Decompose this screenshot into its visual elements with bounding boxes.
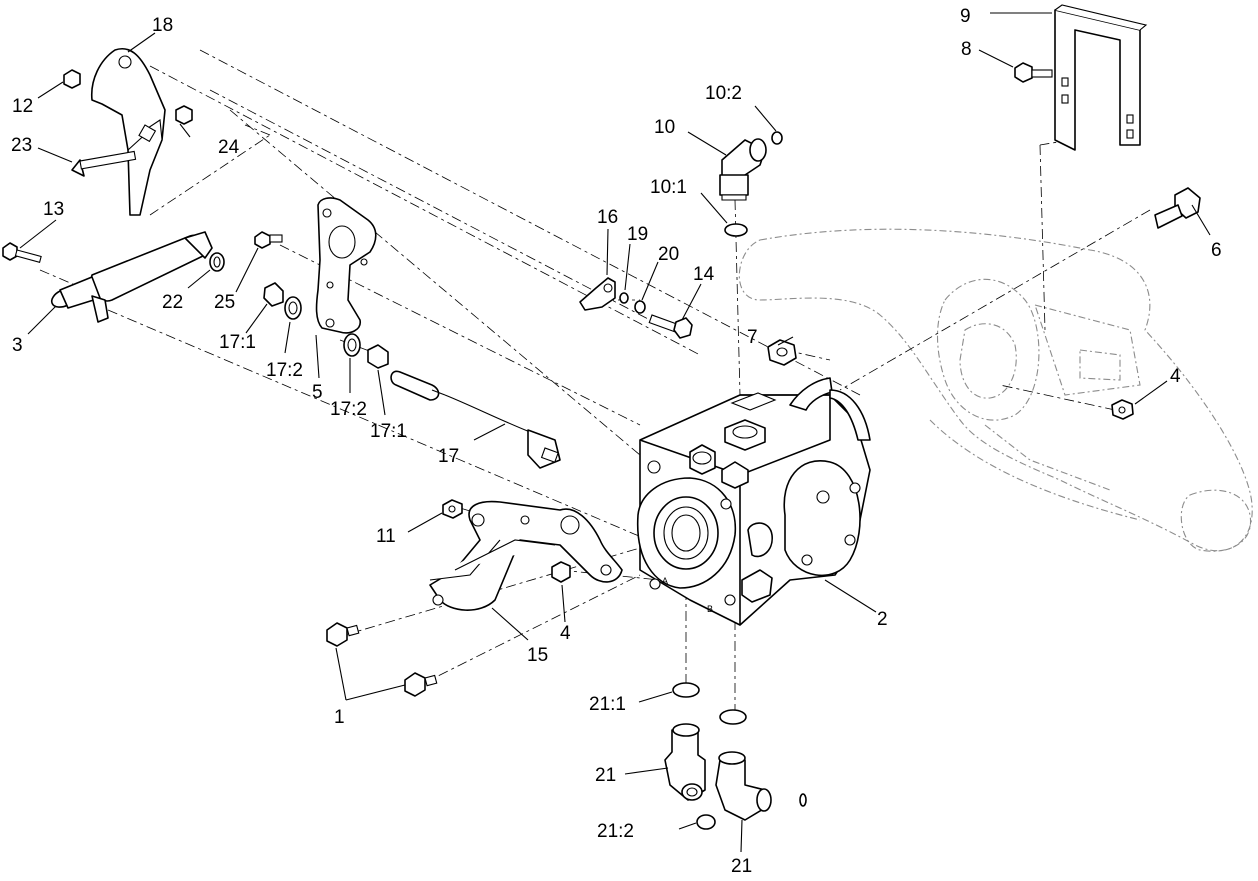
alignment-lines	[39, 49, 1151, 720]
bolt-part-25	[254, 231, 283, 249]
label-14: 14	[693, 264, 715, 285]
label-21-bottom: 21	[731, 856, 752, 877]
label-17-1-right: 17:1	[370, 421, 407, 442]
label-20: 20	[658, 244, 679, 265]
nuts-washers-part-17	[263, 282, 389, 369]
label-8: 8	[961, 39, 972, 60]
nut-part-12	[63, 69, 81, 89]
label-17-1-left: 17:1	[219, 332, 256, 353]
label-22: 22	[162, 292, 183, 313]
label-2: 2	[877, 609, 888, 630]
label-10-2: 10:2	[705, 83, 742, 104]
label-21-1: 21:1	[589, 694, 626, 715]
leader-lines	[19, 12, 1211, 853]
nut-part-11	[442, 499, 463, 519]
label-9: 9	[960, 6, 971, 27]
port-a-mark: A	[662, 576, 668, 586]
pump-body-part-2: A B	[636, 377, 871, 626]
nut-part-4-right	[1111, 399, 1134, 420]
label-16: 16	[597, 207, 618, 228]
label-7: 7	[747, 327, 758, 348]
label-13: 13	[43, 199, 64, 220]
label-17-2-right: 17:2	[330, 399, 367, 420]
label-6: 6	[1211, 240, 1222, 261]
bracket-part-15	[429, 500, 623, 611]
label-10: 10	[654, 117, 675, 138]
sensor-part-17	[390, 370, 561, 469]
bolts-part-1	[326, 622, 438, 697]
label-19: 19	[627, 224, 648, 245]
clip-part-22	[209, 252, 225, 272]
label-25: 25	[214, 292, 235, 313]
label-24: 24	[218, 137, 240, 158]
washer-part-20	[634, 300, 646, 314]
label-18: 18	[152, 15, 173, 36]
nut-part-7	[767, 339, 797, 366]
nut-part-4-bracket	[551, 561, 571, 583]
pin-part-23	[71, 150, 137, 177]
label-11: 11	[376, 526, 396, 547]
bolt-part-8	[1014, 62, 1053, 83]
label-10-1: 10:1	[650, 177, 687, 198]
callout-labels: 18 12 24 23 13 22 3 25 17:1 17:2 5 17:2 …	[11, 6, 1222, 877]
label-1: 1	[334, 707, 345, 728]
bolt-part-14	[648, 314, 693, 339]
label-4-right: 4	[1170, 366, 1181, 387]
label-12: 12	[12, 96, 33, 117]
label-17-2-left: 17:2	[266, 360, 303, 381]
label-21-left: 21	[595, 765, 616, 786]
nut-part-24	[175, 105, 193, 125]
label-15: 15	[527, 645, 548, 666]
bolt-part-6	[1154, 187, 1201, 229]
cylinder-part-3	[50, 231, 213, 323]
washer-part-19	[619, 292, 629, 304]
rod-end-part-16	[579, 277, 616, 311]
frame-phantom	[738, 228, 1253, 552]
label-4-bracket: 4	[560, 623, 571, 644]
label-23: 23	[11, 135, 32, 156]
lever-part-18	[90, 48, 166, 216]
plate-part-5	[315, 197, 377, 334]
bolt-part-13	[2, 242, 42, 263]
fittings-part-21	[664, 682, 807, 830]
elbow-fitting-part-10	[719, 131, 783, 237]
bracket-part-9	[1054, 4, 1148, 151]
label-3: 3	[12, 335, 23, 356]
port-b-mark: B	[707, 604, 713, 614]
label-17: 17	[438, 446, 459, 467]
label-5: 5	[312, 382, 323, 403]
label-21-2: 21:2	[597, 821, 634, 842]
